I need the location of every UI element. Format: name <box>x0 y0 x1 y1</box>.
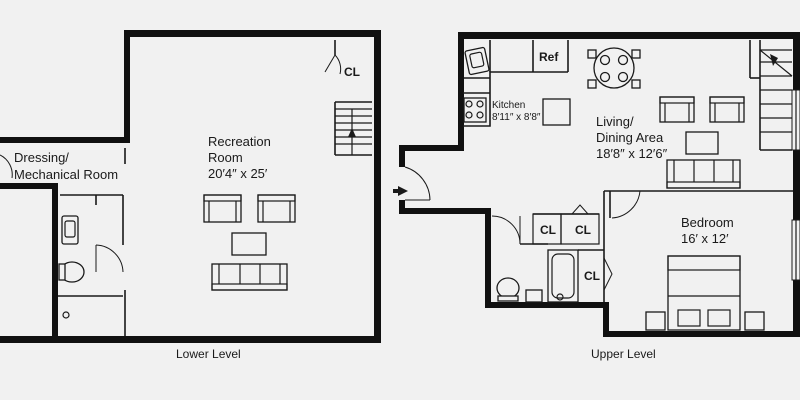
door-swing <box>491 215 521 245</box>
armchair <box>203 194 242 223</box>
door-swing <box>324 54 342 75</box>
lower-level-plan: Recreation Room 20′4″ x 25′ Dressing/ Me… <box>0 30 381 361</box>
floor-drain <box>556 293 564 301</box>
bathroom-sink <box>525 289 543 303</box>
stove <box>463 97 487 123</box>
wall <box>124 30 130 140</box>
upper-level-caption: Upper Level <box>591 347 656 361</box>
door-swing <box>603 257 613 291</box>
bed <box>667 255 741 331</box>
living-area-dims: 18′8″ x 12′6″ <box>596 146 668 161</box>
toilet-tank <box>497 295 519 302</box>
stair-arrow-icon <box>770 54 778 66</box>
wall <box>0 137 130 143</box>
coffee-table <box>685 131 719 155</box>
nightstand <box>645 311 666 331</box>
closet-label: CL <box>540 223 556 237</box>
closet-label: CL <box>575 223 591 237</box>
closet-label: CL <box>584 269 600 283</box>
floor-drain <box>62 311 70 319</box>
nightstand <box>744 311 765 331</box>
wall <box>374 30 381 343</box>
door-swing <box>404 166 431 201</box>
recreation-room-name: Room <box>208 150 243 165</box>
bathtub <box>547 249 579 303</box>
stairs <box>334 101 372 156</box>
living-area-name: Dining Area <box>596 130 664 145</box>
closet-label: CL <box>344 65 360 79</box>
wall <box>485 208 491 308</box>
kitchen-island <box>542 98 571 126</box>
wall <box>603 331 800 337</box>
wall <box>52 183 58 343</box>
stairs <box>749 40 793 151</box>
toilet-tank <box>58 263 66 281</box>
recreation-room-name: Recreation <box>208 134 271 149</box>
kitchen-sink <box>464 46 490 76</box>
toilet <box>496 277 520 299</box>
wall <box>0 336 381 343</box>
lower-level-caption: Lower Level <box>176 347 241 361</box>
kitchen-dims: 8′11″ x 8′8″ <box>492 112 541 123</box>
dressing-room-name: Dressing/ <box>14 150 69 165</box>
wall <box>399 145 464 151</box>
wall <box>124 30 381 37</box>
kitchen-name: Kitchen <box>492 100 525 111</box>
wall <box>485 302 609 308</box>
armchair <box>257 194 296 223</box>
door-swing <box>611 190 641 219</box>
bedroom-name: Bedroom <box>681 215 734 230</box>
sink-basin <box>64 220 76 238</box>
fridge-label: Ref <box>539 50 559 64</box>
wall <box>458 32 464 149</box>
wall <box>793 32 800 337</box>
upper-level-plan: Kitchen 8′11″ x 8′8″ Ref Living/ Dining … <box>393 32 800 361</box>
kitchen-sink-basin <box>469 51 485 69</box>
coffee-table <box>231 232 267 256</box>
door-swing <box>95 244 124 273</box>
sofa <box>666 159 741 189</box>
recreation-room-dims: 20′4″ x 25′ <box>208 166 268 181</box>
door-swing <box>0 154 13 179</box>
dressing-room-name: Mechanical Room <box>14 167 118 182</box>
wall <box>399 200 405 214</box>
living-area-name: Living/ <box>596 114 634 129</box>
dining-table <box>587 47 641 89</box>
sofa <box>211 263 288 291</box>
wall <box>0 183 58 189</box>
bedroom-dims: 16′ x 12′ <box>681 231 729 246</box>
armchair <box>659 96 695 123</box>
entry-arrow-icon <box>393 189 399 193</box>
wall <box>399 208 491 214</box>
stair-arrow-icon <box>348 128 356 137</box>
wall <box>458 32 800 39</box>
wall <box>399 145 405 167</box>
entry-arrow-icon <box>398 186 408 196</box>
door-swing <box>571 204 589 215</box>
wall <box>603 302 609 337</box>
armchair <box>709 96 745 123</box>
